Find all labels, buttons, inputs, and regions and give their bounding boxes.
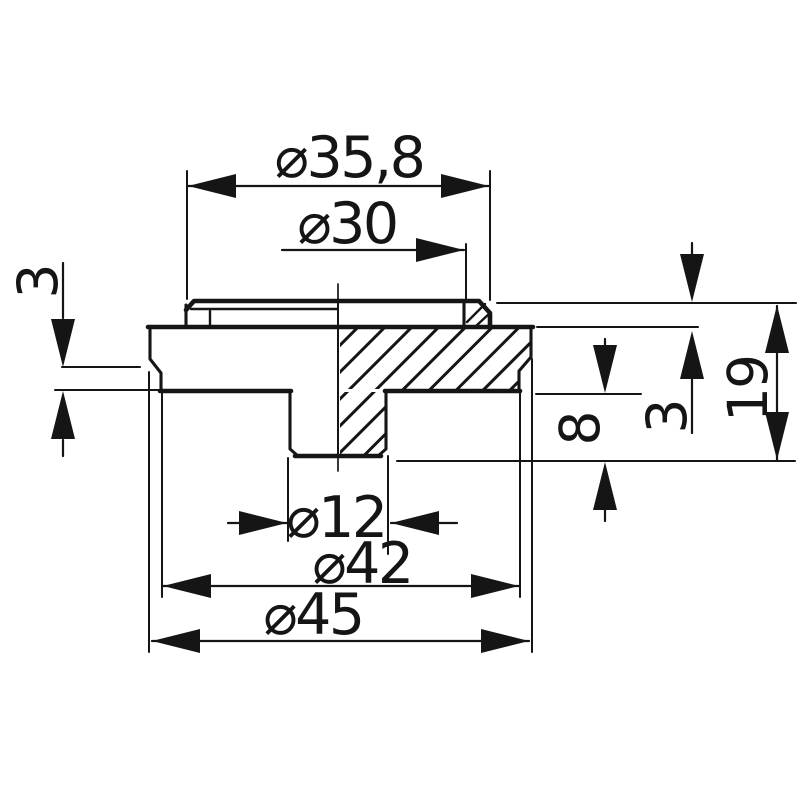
part-medium-edges bbox=[148, 300, 533, 458]
dim-label-height-3-left: 3 bbox=[6, 266, 70, 299]
extension-lines-right bbox=[396, 302, 797, 462]
dim-label-height-19: 19 bbox=[716, 356, 780, 422]
hatch-flange-section bbox=[340, 329, 531, 389]
extension-lines-top bbox=[186, 170, 491, 301]
extension-lines bbox=[54, 170, 797, 653]
part-outline bbox=[145, 283, 536, 472]
dim-label-height-8: 8 bbox=[548, 413, 612, 446]
dim-label-diameter-12: ⌀12 bbox=[286, 485, 385, 551]
extension-lines-bottom bbox=[148, 358, 533, 653]
dimension-lines-vertical bbox=[61, 241, 779, 523]
dim-label-diameter-30: ⌀30 bbox=[297, 191, 396, 257]
part-heavy-edges bbox=[145, 298, 536, 459]
hatch-stem-section bbox=[340, 392, 385, 454]
dimension-labels: ⌀35,8 ⌀30 ⌀12 ⌀42 ⌀45 3 3 8 19 bbox=[6, 125, 780, 648]
dim-label-height-3-right: 3 bbox=[635, 401, 699, 434]
section-hatching bbox=[340, 302, 531, 454]
dim-label-diameter-42: ⌀42 bbox=[312, 531, 411, 597]
dim-label-diameter-45: ⌀45 bbox=[263, 582, 362, 648]
extension-lines-left bbox=[54, 366, 161, 391]
dim-label-diameter-35-8: ⌀35,8 bbox=[275, 125, 424, 191]
boss-detail-lines bbox=[189, 307, 339, 328]
